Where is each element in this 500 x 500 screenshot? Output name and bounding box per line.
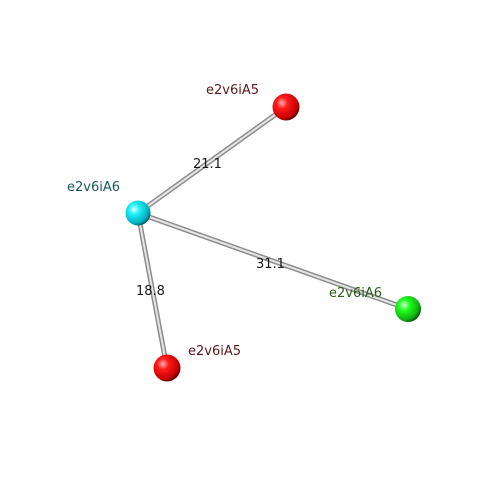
distance-label-a2-a4: 18.8 — [136, 284, 165, 299]
distance-label-a2-a3: 31.1 — [256, 257, 285, 272]
bond-a2-a1 — [135, 104, 289, 216]
atom-label-a3: e2v6iA6 — [329, 286, 382, 301]
atom-a4[interactable] — [153, 354, 181, 382]
atom-a2[interactable] — [125, 200, 151, 226]
distance-label-a2-a1: 21.1 — [193, 157, 222, 172]
atom-label-a1: e2v6iA5 — [206, 83, 259, 98]
atom-label-a4: e2v6iA5 — [188, 344, 241, 359]
atom-label-a2: e2v6iA6 — [67, 180, 120, 195]
atom-a3[interactable] — [395, 296, 421, 322]
bond-a2-a3 — [135, 210, 411, 312]
atom-a1[interactable] — [272, 93, 300, 121]
bond-a2-a4 — [135, 210, 170, 371]
